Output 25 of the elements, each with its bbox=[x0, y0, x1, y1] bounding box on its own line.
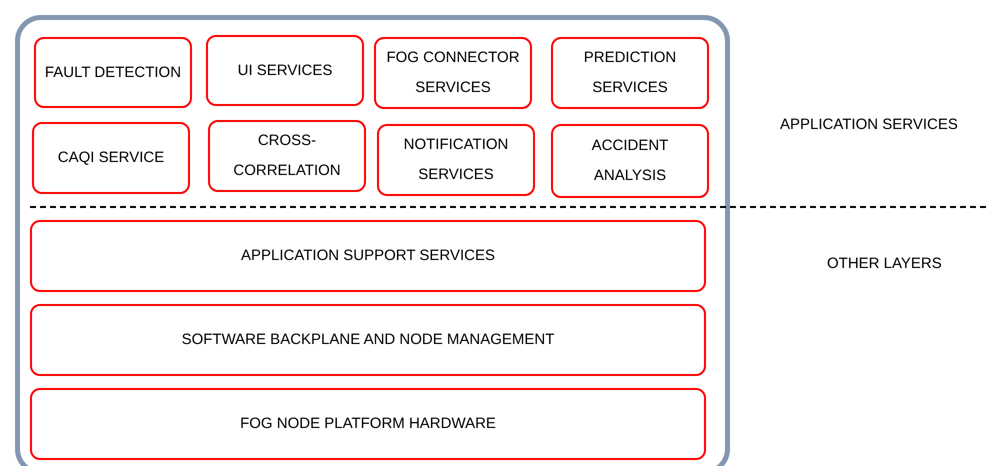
box-label: SOFTWARE BACKPLANE AND NODE MANAGEMENT bbox=[180, 330, 556, 350]
box-label: UI SERVICES bbox=[236, 60, 334, 80]
box-label: FOG NODE PLATFORM HARDWARE bbox=[239, 414, 497, 434]
layer-box bbox=[30, 304, 706, 376]
service-box bbox=[551, 124, 709, 198]
service-box bbox=[208, 120, 366, 192]
frame-box bbox=[15, 15, 730, 466]
layer-label: OTHER LAYERS bbox=[827, 255, 942, 272]
layer-box bbox=[30, 220, 706, 292]
layer-label: APPLICATION SERVICES bbox=[780, 116, 958, 133]
box-label: CROSS-CORRELATION bbox=[232, 131, 342, 181]
service-box bbox=[551, 37, 709, 109]
box-label: FAULT DETECTION bbox=[44, 62, 182, 82]
box-label: ACCIDENT ANALYSIS bbox=[590, 136, 670, 186]
box-label: FOG CONNECTOR SERVICES bbox=[385, 48, 521, 98]
service-box bbox=[374, 37, 532, 109]
service-box bbox=[206, 35, 364, 106]
layer-box bbox=[30, 388, 706, 460]
service-box bbox=[32, 122, 190, 194]
box-label: CAQI SERVICE bbox=[56, 148, 166, 168]
box-label: APPLICATION SUPPORT SERVICES bbox=[240, 246, 496, 266]
box-label: PREDICTION SERVICES bbox=[582, 48, 678, 98]
service-box bbox=[377, 124, 535, 196]
box-label: NOTIFICATION SERVICES bbox=[402, 135, 510, 185]
service-box bbox=[34, 37, 192, 108]
